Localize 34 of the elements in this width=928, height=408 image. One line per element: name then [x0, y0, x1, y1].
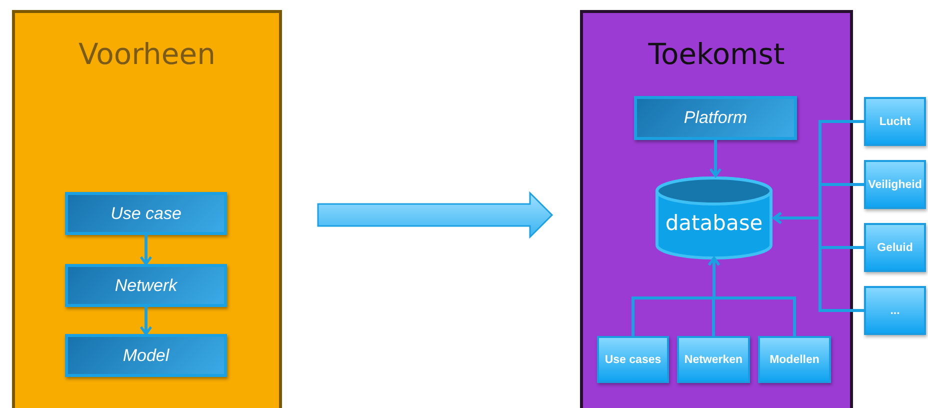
- box-label: Model: [122, 346, 170, 366]
- box-label: Netwerken: [684, 354, 743, 366]
- process-box: [65, 334, 227, 377]
- arrow: [708, 256, 796, 336]
- box-label: Use cases: [604, 354, 662, 366]
- box-label: ...: [890, 304, 900, 316]
- database-cylinder: [654, 176, 774, 260]
- box-label: Modellen: [770, 354, 820, 366]
- box-label: Geluid: [877, 242, 913, 254]
- box-label: Use case: [110, 204, 182, 224]
- block-arrow: [317, 191, 554, 239]
- box-label: Lucht: [879, 116, 911, 128]
- topic-box: [864, 286, 926, 335]
- source-box: [677, 336, 750, 383]
- box-label: Veiligheid: [868, 178, 922, 190]
- panel: [580, 10, 853, 408]
- source-box: [597, 336, 669, 383]
- source-box: [758, 336, 831, 383]
- topic-box: [864, 97, 926, 146]
- box-label: database: [665, 211, 763, 235]
- panel: [12, 10, 282, 408]
- topic-box: [864, 160, 926, 209]
- panel-heading: Toekomst: [647, 37, 786, 71]
- panel-heading: Voorheen: [78, 37, 216, 71]
- process-box: [65, 264, 227, 307]
- box-label: Netwerk: [114, 276, 178, 296]
- process-box: [634, 96, 797, 140]
- box-label: Platform: [684, 108, 748, 128]
- arrow: [140, 307, 152, 336]
- arrow: [772, 212, 864, 312]
- arrow: [709, 140, 722, 178]
- topic-box: [864, 223, 926, 272]
- arrow: [140, 235, 152, 266]
- process-box: [65, 192, 227, 235]
